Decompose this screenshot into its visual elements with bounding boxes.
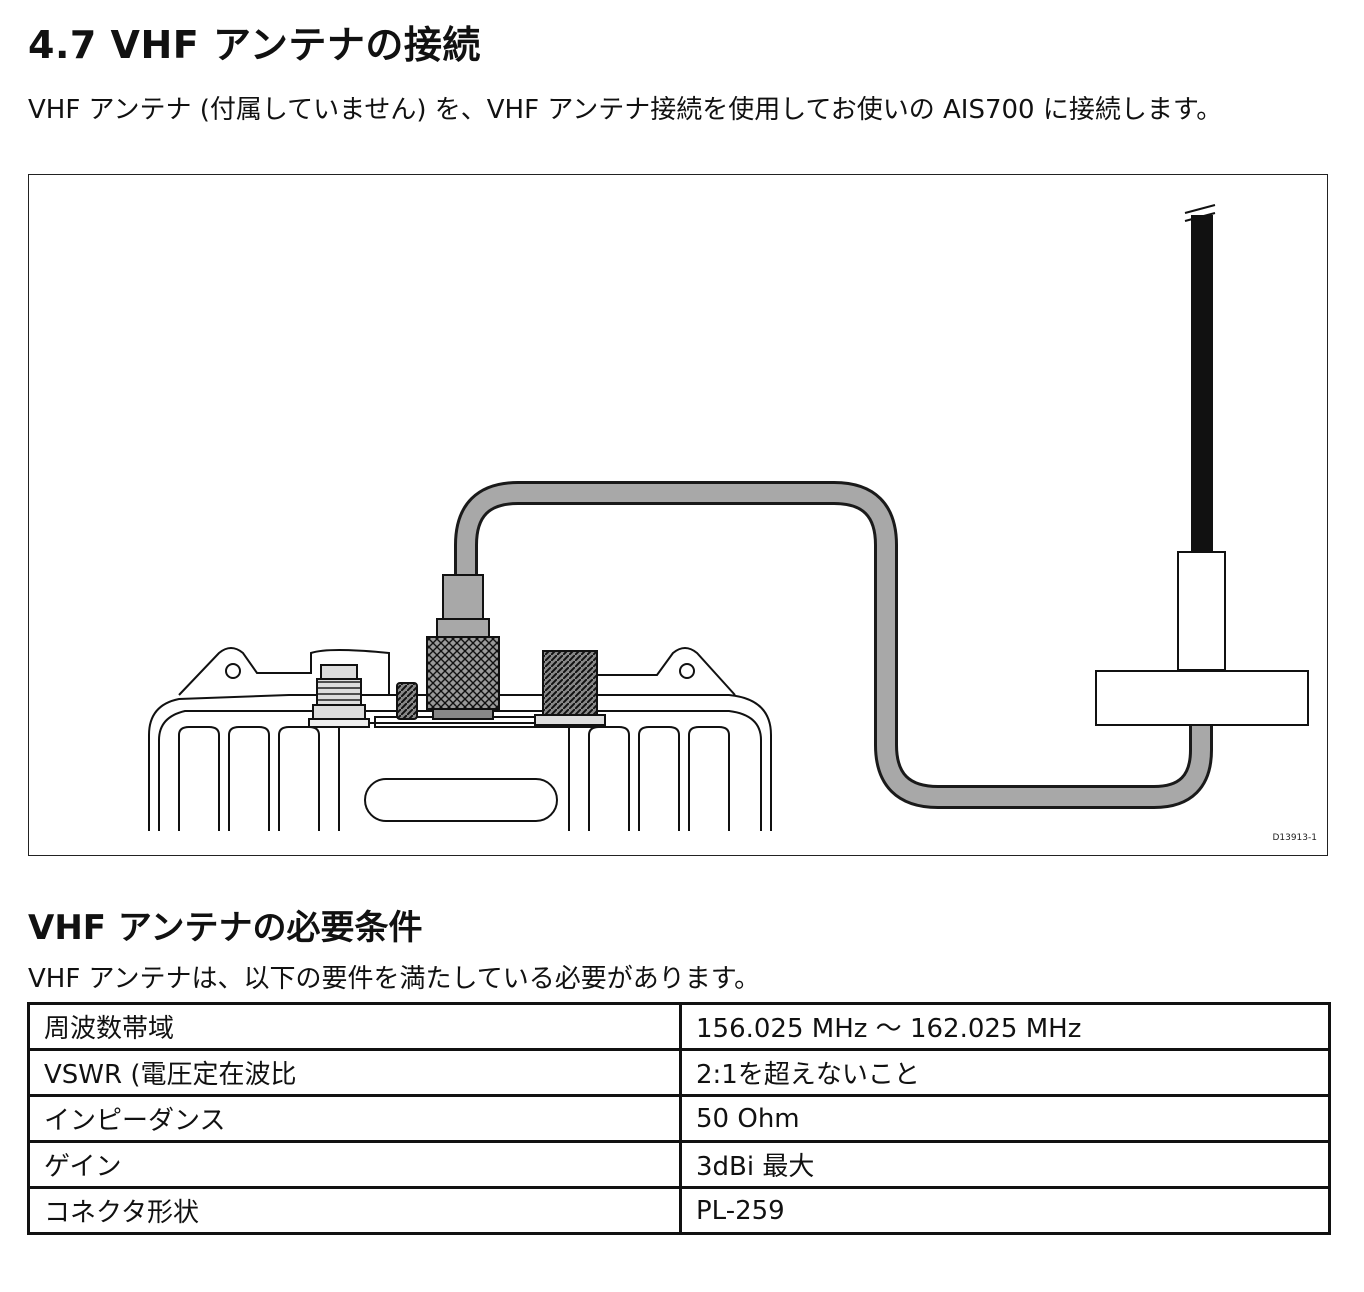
row-label: コネクタ形状 — [27, 1186, 682, 1235]
vhf-antenna-connection-diagram-icon — [148, 204, 1309, 831]
requirements-table: 周波数帯域 156.025 MHz ～ 162.025 MHz VSWR (電圧… — [27, 1002, 1331, 1235]
vhf-connector — [426, 574, 500, 720]
row-value: PL-259 — [679, 1186, 1331, 1235]
ground-stud — [396, 682, 418, 720]
row-value: 156.025 MHz ～ 162.025 MHz — [679, 1002, 1331, 1051]
row-label: 周波数帯域 — [27, 1002, 682, 1051]
row-label: ゲイン — [27, 1140, 682, 1189]
table-row: ゲイン 3dBi 最大 — [27, 1140, 1331, 1189]
table-row: インピーダンス 50 Ohm — [27, 1094, 1331, 1143]
row-value: 2:1を超えないこと — [679, 1048, 1331, 1097]
section-intro: VHF アンテナ (付属していません) を、VHF アンテナ接続を使用してお使い… — [28, 95, 1223, 125]
coax-cable — [454, 481, 1213, 809]
row-label: VSWR (電圧定在波比 — [27, 1048, 682, 1097]
requirements-intro: VHF アンテナは、以下の要件を満たしている必要があります。 — [28, 964, 761, 994]
table-row: VSWR (電圧定在波比 2:1を超えないこと — [27, 1048, 1331, 1097]
section-title: 4.7 VHF アンテナの接続 — [28, 23, 481, 67]
table-row: 周波数帯域 156.025 MHz ～ 162.025 MHz — [27, 1002, 1331, 1051]
gps-connector — [308, 664, 370, 728]
antenna — [1095, 204, 1309, 726]
antenna-connection-figure: D13913-1 — [28, 174, 1328, 856]
row-value: 50 Ohm — [679, 1094, 1331, 1143]
nmea-connector — [534, 650, 606, 726]
requirements-title: VHF アンテナの必要条件 — [28, 908, 423, 948]
row-label: インピーダンス — [27, 1094, 682, 1143]
figure-id: D13913-1 — [1272, 833, 1317, 843]
table-row: コネクタ形状 PL-259 — [27, 1186, 1331, 1235]
row-value: 3dBi 最大 — [679, 1140, 1331, 1189]
